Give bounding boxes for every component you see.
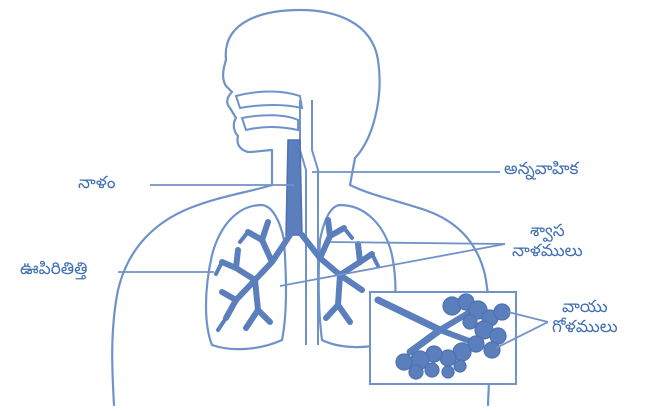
label-alveoli-line2: గోళములు [552, 318, 618, 338]
label-esophagus: అన్నవాహిక [504, 160, 578, 180]
label-lungs: ఊపిరితిత్తి [20, 260, 87, 280]
label-alveoli-line1: వాయు [552, 298, 618, 318]
left-bronchial-tree [216, 222, 290, 330]
label-bronchi-line2: నాళములు [512, 242, 583, 262]
right-bronchial-tree [302, 220, 378, 322]
trachea [286, 140, 302, 235]
nasal-cavity [236, 92, 302, 109]
label-bronchi-line1: శ్వాస [512, 222, 583, 242]
label-bronchi: శ్వాస నాళములు [512, 222, 583, 261]
esophagus-tube [300, 100, 318, 345]
label-trachea: నాళం [78, 174, 115, 194]
oral-cavity [242, 115, 298, 130]
label-alveoli: వాయు గోళములు [552, 298, 618, 337]
